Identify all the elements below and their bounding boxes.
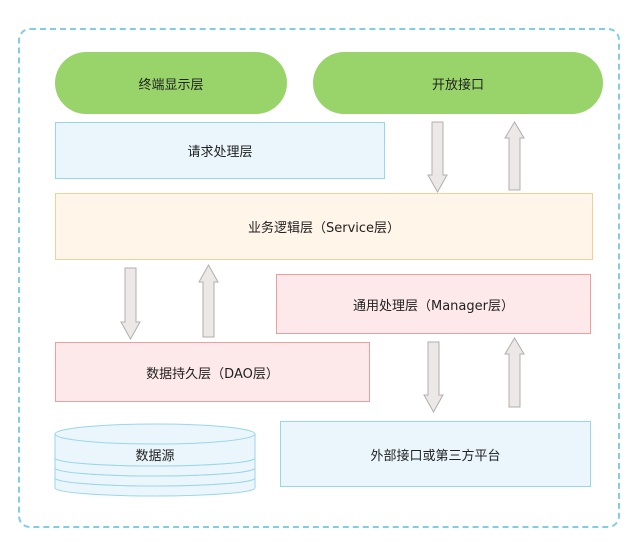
request-handling-layer: 请求处理层 — [55, 122, 385, 179]
open-api-layer: 开放接口 — [313, 52, 603, 114]
database-icon — [54, 423, 256, 497]
arrow-up-icon — [504, 121, 525, 191]
arrow-up-icon — [504, 337, 525, 408]
arrow-down-icon — [427, 121, 448, 194]
dao-layer: 数据持久层（DAO层） — [55, 342, 370, 402]
request-handling-layer-label: 请求处理层 — [187, 145, 253, 160]
external-platform-layer: 外部接口或第三方平台 — [280, 421, 591, 487]
open-api-layer-label: 开放接口 — [431, 77, 484, 93]
arrow-down-icon — [423, 341, 444, 414]
terminal-display-layer: 终端显示层 — [55, 52, 287, 114]
data-source-label: 数据源 — [135, 448, 175, 464]
service-layer-label: 业务逻辑层（Service层） — [247, 221, 401, 236]
arrow-up-icon — [198, 263, 219, 338]
manager-layer-label: 通用处理层（Manager层） — [353, 298, 514, 314]
manager-layer: 通用处理层（Manager层） — [276, 274, 591, 334]
dao-layer-label: 数据持久层（DAO层） — [146, 366, 279, 382]
diagram-frame — [18, 28, 620, 528]
external-platform-label: 外部接口或第三方平台 — [370, 448, 501, 464]
service-layer: 业务逻辑层（Service层） — [55, 193, 593, 260]
terminal-display-layer-label: 终端显示层 — [138, 77, 204, 93]
arrow-down-icon — [120, 267, 141, 341]
